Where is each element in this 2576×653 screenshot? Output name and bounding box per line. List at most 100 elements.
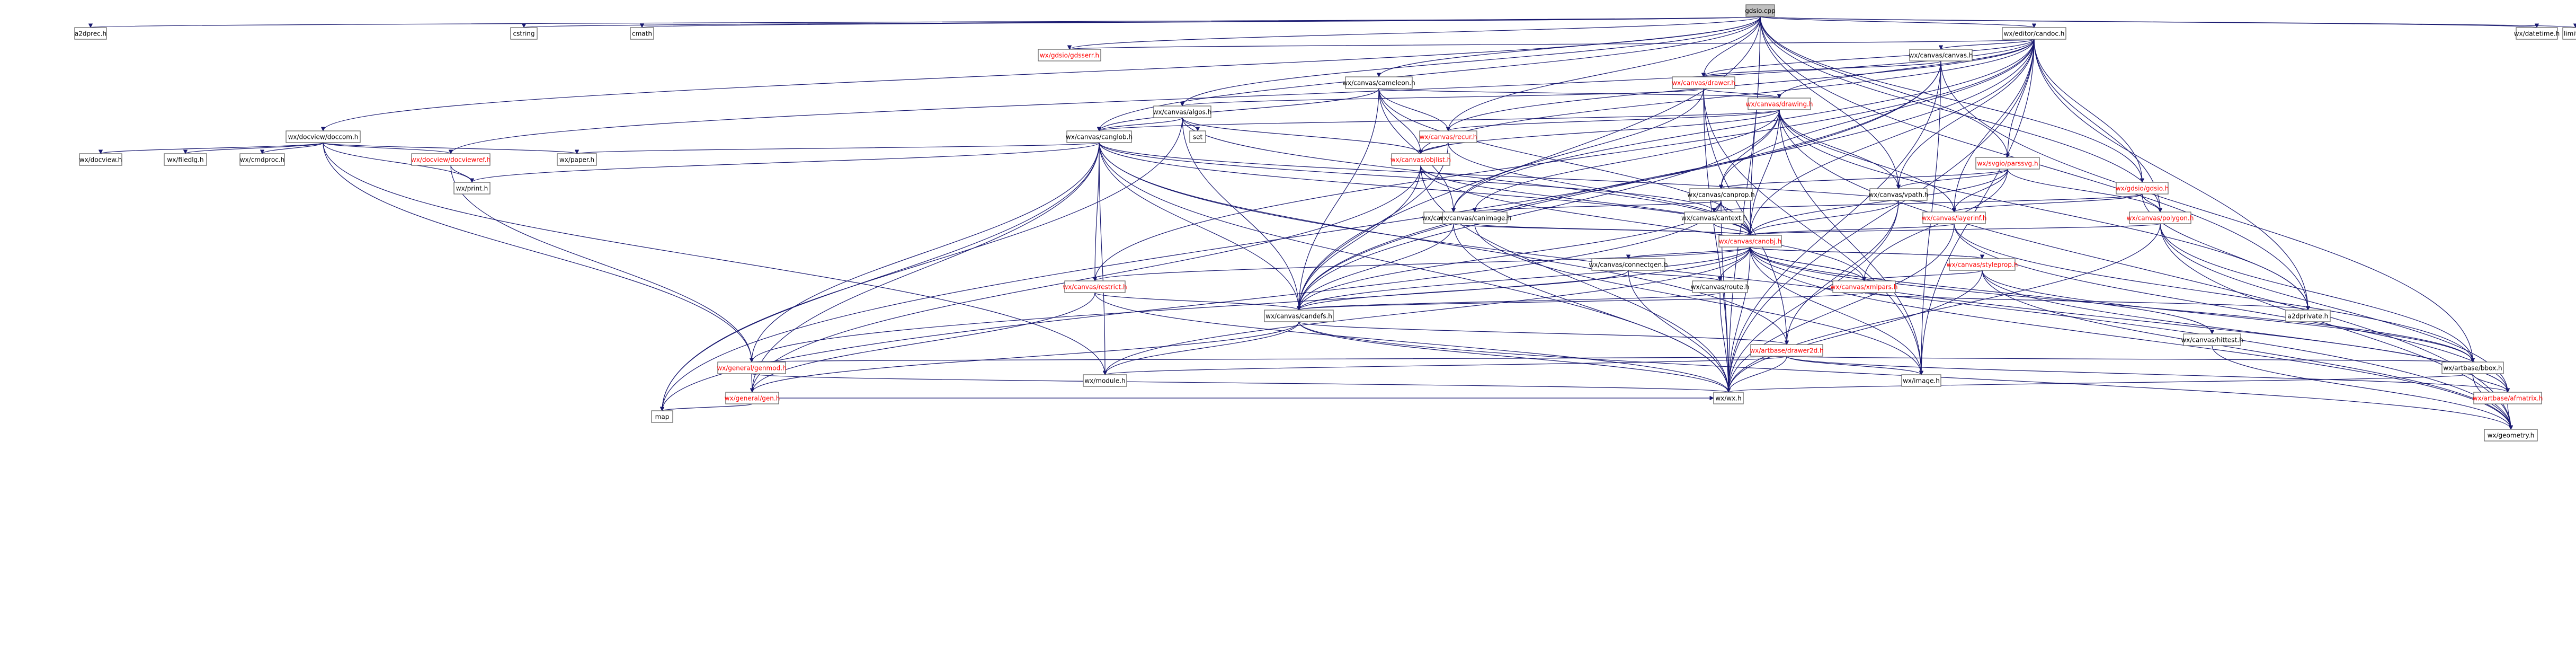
edge-canvas_canobj-to-general_genmod bbox=[749, 246, 1751, 363]
node-gdsio-cpp[interactable]: gdsio.cpp bbox=[1745, 4, 1776, 17]
node-svgio-parssvg[interactable]: wx/svgio/parssvg.h bbox=[1975, 157, 2040, 170]
node-canvas-restrict[interactable]: wx/canvas/restrict.h bbox=[1063, 280, 1127, 293]
edge-editor_candoc-to-canvas_canobj bbox=[1748, 39, 2035, 236]
node-label: gdsio.cpp bbox=[1745, 7, 1776, 15]
node-box bbox=[651, 410, 673, 423]
node-box bbox=[1748, 98, 1811, 110]
edge-docview_doccom-to-wx_paper bbox=[323, 142, 579, 154]
edge-docview_doccom-to-wx_print bbox=[323, 142, 475, 183]
node-wx-cmdproc: wx/cmdproc.h bbox=[239, 153, 285, 166]
node-canvas-drawing[interactable]: wx/canvas/drawing.h bbox=[1746, 98, 1813, 110]
node-docview-docviewref[interactable]: wx/docview/docviewref.h bbox=[411, 153, 491, 166]
node-canvas-connectgen[interactable]: wx/canvas/connectgen.h bbox=[1589, 258, 1668, 271]
edge-canvas_drawing-to-wx_geometry bbox=[1779, 109, 2513, 430]
edge-canvas_canobj-to-wx_wx bbox=[1726, 246, 1751, 393]
node-artbase-afmatrix[interactable]: wx/artbase/afmatrix.h bbox=[2473, 392, 2543, 404]
edge-canvas_canvas-to-map bbox=[659, 60, 1941, 411]
node-label: wx/canvas/candefs.h bbox=[1265, 313, 1332, 320]
node-label: wx/canvas/hittest.h bbox=[2181, 337, 2243, 344]
node-general-gen[interactable]: wx/general/gen.h bbox=[725, 392, 780, 404]
node-label: wx/artbase/drawer2d.h bbox=[1750, 347, 1823, 355]
node-box bbox=[2516, 27, 2558, 40]
node-canvas-canobj[interactable]: wx/canvas/canobj.h bbox=[1718, 235, 1782, 248]
node-canvas-canglob[interactable]: wx/canvas/canglob.h bbox=[1066, 130, 1133, 143]
edge-gdsio_cpp-to-canvas_vpath bbox=[1760, 16, 1901, 189]
node-general-genmod[interactable]: wx/general/genmod.h bbox=[717, 361, 787, 374]
node-box bbox=[1391, 153, 1450, 166]
edge-canvas_objlist-to-canvas_xmlpars bbox=[1420, 165, 1867, 281]
edge-docview_doccom-to-wx_module bbox=[323, 142, 1108, 375]
edge-canvas_canglob-to-wx_module bbox=[1099, 142, 1108, 375]
edge-canvas_styleprop-to-artbase_afmatrix bbox=[1982, 270, 2510, 393]
edge-canvas_route-to-canvas_candefs bbox=[1297, 292, 1721, 311]
node-canvas-cameleon[interactable]: wx/canvas/cameleon.h bbox=[1342, 76, 1415, 89]
edge-canvas_candefs-to-artbase_drawer2d bbox=[1298, 321, 1789, 345]
node-canvas-styleprop[interactable]: wx/canvas/styleprop.h bbox=[1947, 258, 2018, 271]
node-canvas-layerinf[interactable]: wx/canvas/layerinf.h bbox=[1921, 211, 1987, 224]
node-canvas-canimage[interactable]: wx/canvas/canimage.h bbox=[1438, 211, 1511, 224]
node-canvas-recur[interactable]: wx/canvas/recur.h bbox=[1419, 130, 1477, 143]
edges-layer bbox=[90, 16, 2576, 430]
node-box bbox=[164, 153, 207, 166]
edge-canvas_recur-to-canvas_objlist bbox=[1418, 142, 1449, 154]
node-box bbox=[2002, 27, 2066, 40]
node-wx-print: wx/print.h bbox=[453, 182, 491, 195]
edge-docview_docviewref-to-wx_print bbox=[450, 165, 475, 183]
edge-canvas_canglob-to-map bbox=[659, 142, 1100, 411]
node-label: set bbox=[1193, 134, 1203, 141]
node-editor-candoc[interactable]: wx/editor/candoc.h bbox=[2002, 27, 2066, 40]
node-label: wx/canvas/canvas.h bbox=[1909, 52, 1973, 59]
node-box bbox=[1672, 76, 1735, 89]
edge-canvas_drawing-to-canvas_canglob bbox=[1097, 109, 1780, 131]
edge-canvas_canglob-to-general_genmod bbox=[749, 142, 1100, 363]
node-gdsio-gdsio[interactable]: wx/gdsio/gdsio.h bbox=[2116, 182, 2169, 195]
node-label: wx/canvas/vpath.h bbox=[1868, 191, 1928, 199]
node-canvas-cantext[interactable]: wx/canvas/cantext.h bbox=[1681, 211, 1747, 224]
edge-editor_candoc-to-canvas_candefs bbox=[1296, 39, 2035, 311]
node-canvas-canprop[interactable]: wx/canvas/canprop.h bbox=[1687, 188, 1755, 201]
edge-canvas_canglob-to-artbase_drawer2d bbox=[1099, 142, 1789, 345]
node-label: wx/docview/docviewref.h bbox=[411, 156, 491, 164]
node-box bbox=[1949, 258, 2016, 271]
node-label: wx/canvas/objlist.h bbox=[1390, 156, 1451, 164]
edge-canvas_canimage-to-canvas_canobj bbox=[1474, 223, 1752, 236]
node-docview-doccom[interactable]: wx/docview/doccom.h bbox=[286, 130, 361, 143]
edge-editor_candoc-to-canvas_canpin bbox=[1451, 39, 2035, 213]
node-canvas-objlist[interactable]: wx/canvas/objlist.h bbox=[1390, 153, 1451, 166]
edge-gdsio_cpp-to-canvas_canglob bbox=[1097, 16, 1761, 131]
node-label: cmath bbox=[632, 30, 652, 38]
node-label: map bbox=[655, 413, 670, 421]
node-box bbox=[1442, 211, 1508, 224]
edge-canvas_connectgen-to-canvas_route bbox=[1628, 270, 1723, 281]
node-label: wx/canvas/cantext.h bbox=[1681, 215, 1747, 222]
node-label: wx/canvas/polygon.h bbox=[2127, 215, 2194, 222]
node-canvas-polygon[interactable]: wx/canvas/polygon.h bbox=[2127, 211, 2194, 224]
node-wx-datetime: wx/datetime.h bbox=[2514, 27, 2560, 40]
edge-canvas_route-to-wx_wx bbox=[1719, 292, 1731, 393]
node-canvas-xmlpars[interactable]: wx/canvas/xmlpars.h bbox=[1831, 280, 1898, 293]
node-canvas-vpath[interactable]: wx/canvas/vpath.h bbox=[1868, 188, 1929, 201]
edge-canvas_cameleon-to-canvas_drawing bbox=[1378, 88, 1781, 99]
node-box bbox=[286, 130, 361, 143]
edge-canvas_drawing-to-canvas_candefs bbox=[1296, 109, 1780, 311]
edge-canvas_objlist-to-general_gen bbox=[750, 165, 1421, 393]
node-artbase-bbox[interactable]: wx/artbase/bbox.h bbox=[2441, 361, 2504, 374]
node-canvas-hittest[interactable]: wx/canvas/hittest.h bbox=[2181, 333, 2243, 346]
edge-artbase_drawer2d-to-wx_wx bbox=[1726, 356, 1787, 393]
edge-editor_candoc-to-canvas_canvas bbox=[1938, 39, 2035, 50]
edge-canvas_canprop-to-canvas_canimage bbox=[1473, 200, 1722, 213]
node-canvas-algos[interactable]: wx/canvas/algos.h bbox=[1153, 105, 1212, 118]
node-canvas-candefs[interactable]: wx/canvas/candefs.h bbox=[1264, 310, 1334, 322]
edge-gdsio_gdsio-to-canvas_polygon bbox=[2142, 193, 2163, 213]
node-artbase-drawer2d[interactable]: wx/artbase/drawer2d.h bbox=[1750, 344, 1824, 357]
node-gdsio-gdsserr[interactable]: wx/gdsio/gdsserr.h bbox=[1038, 49, 1101, 61]
node-box bbox=[2129, 211, 2191, 224]
node-wx-wx: wx/wx.h bbox=[1713, 392, 1744, 404]
edge-editor_candoc-to-a2dprivate bbox=[2034, 39, 2311, 311]
node-wx-geometry: wx/geometry.h bbox=[2484, 429, 2538, 442]
node-canvas-canvas[interactable]: wx/canvas/canvas.h bbox=[1909, 49, 1973, 61]
node-canvas-route[interactable]: wx/canvas/route.h bbox=[1691, 280, 1749, 293]
node-label: limits.h bbox=[2564, 30, 2576, 38]
node-canvas-drawer[interactable]: wx/canvas/drawer.h bbox=[1672, 76, 1735, 89]
edge-canvas_canpin-to-wx_wx bbox=[1453, 223, 1731, 393]
